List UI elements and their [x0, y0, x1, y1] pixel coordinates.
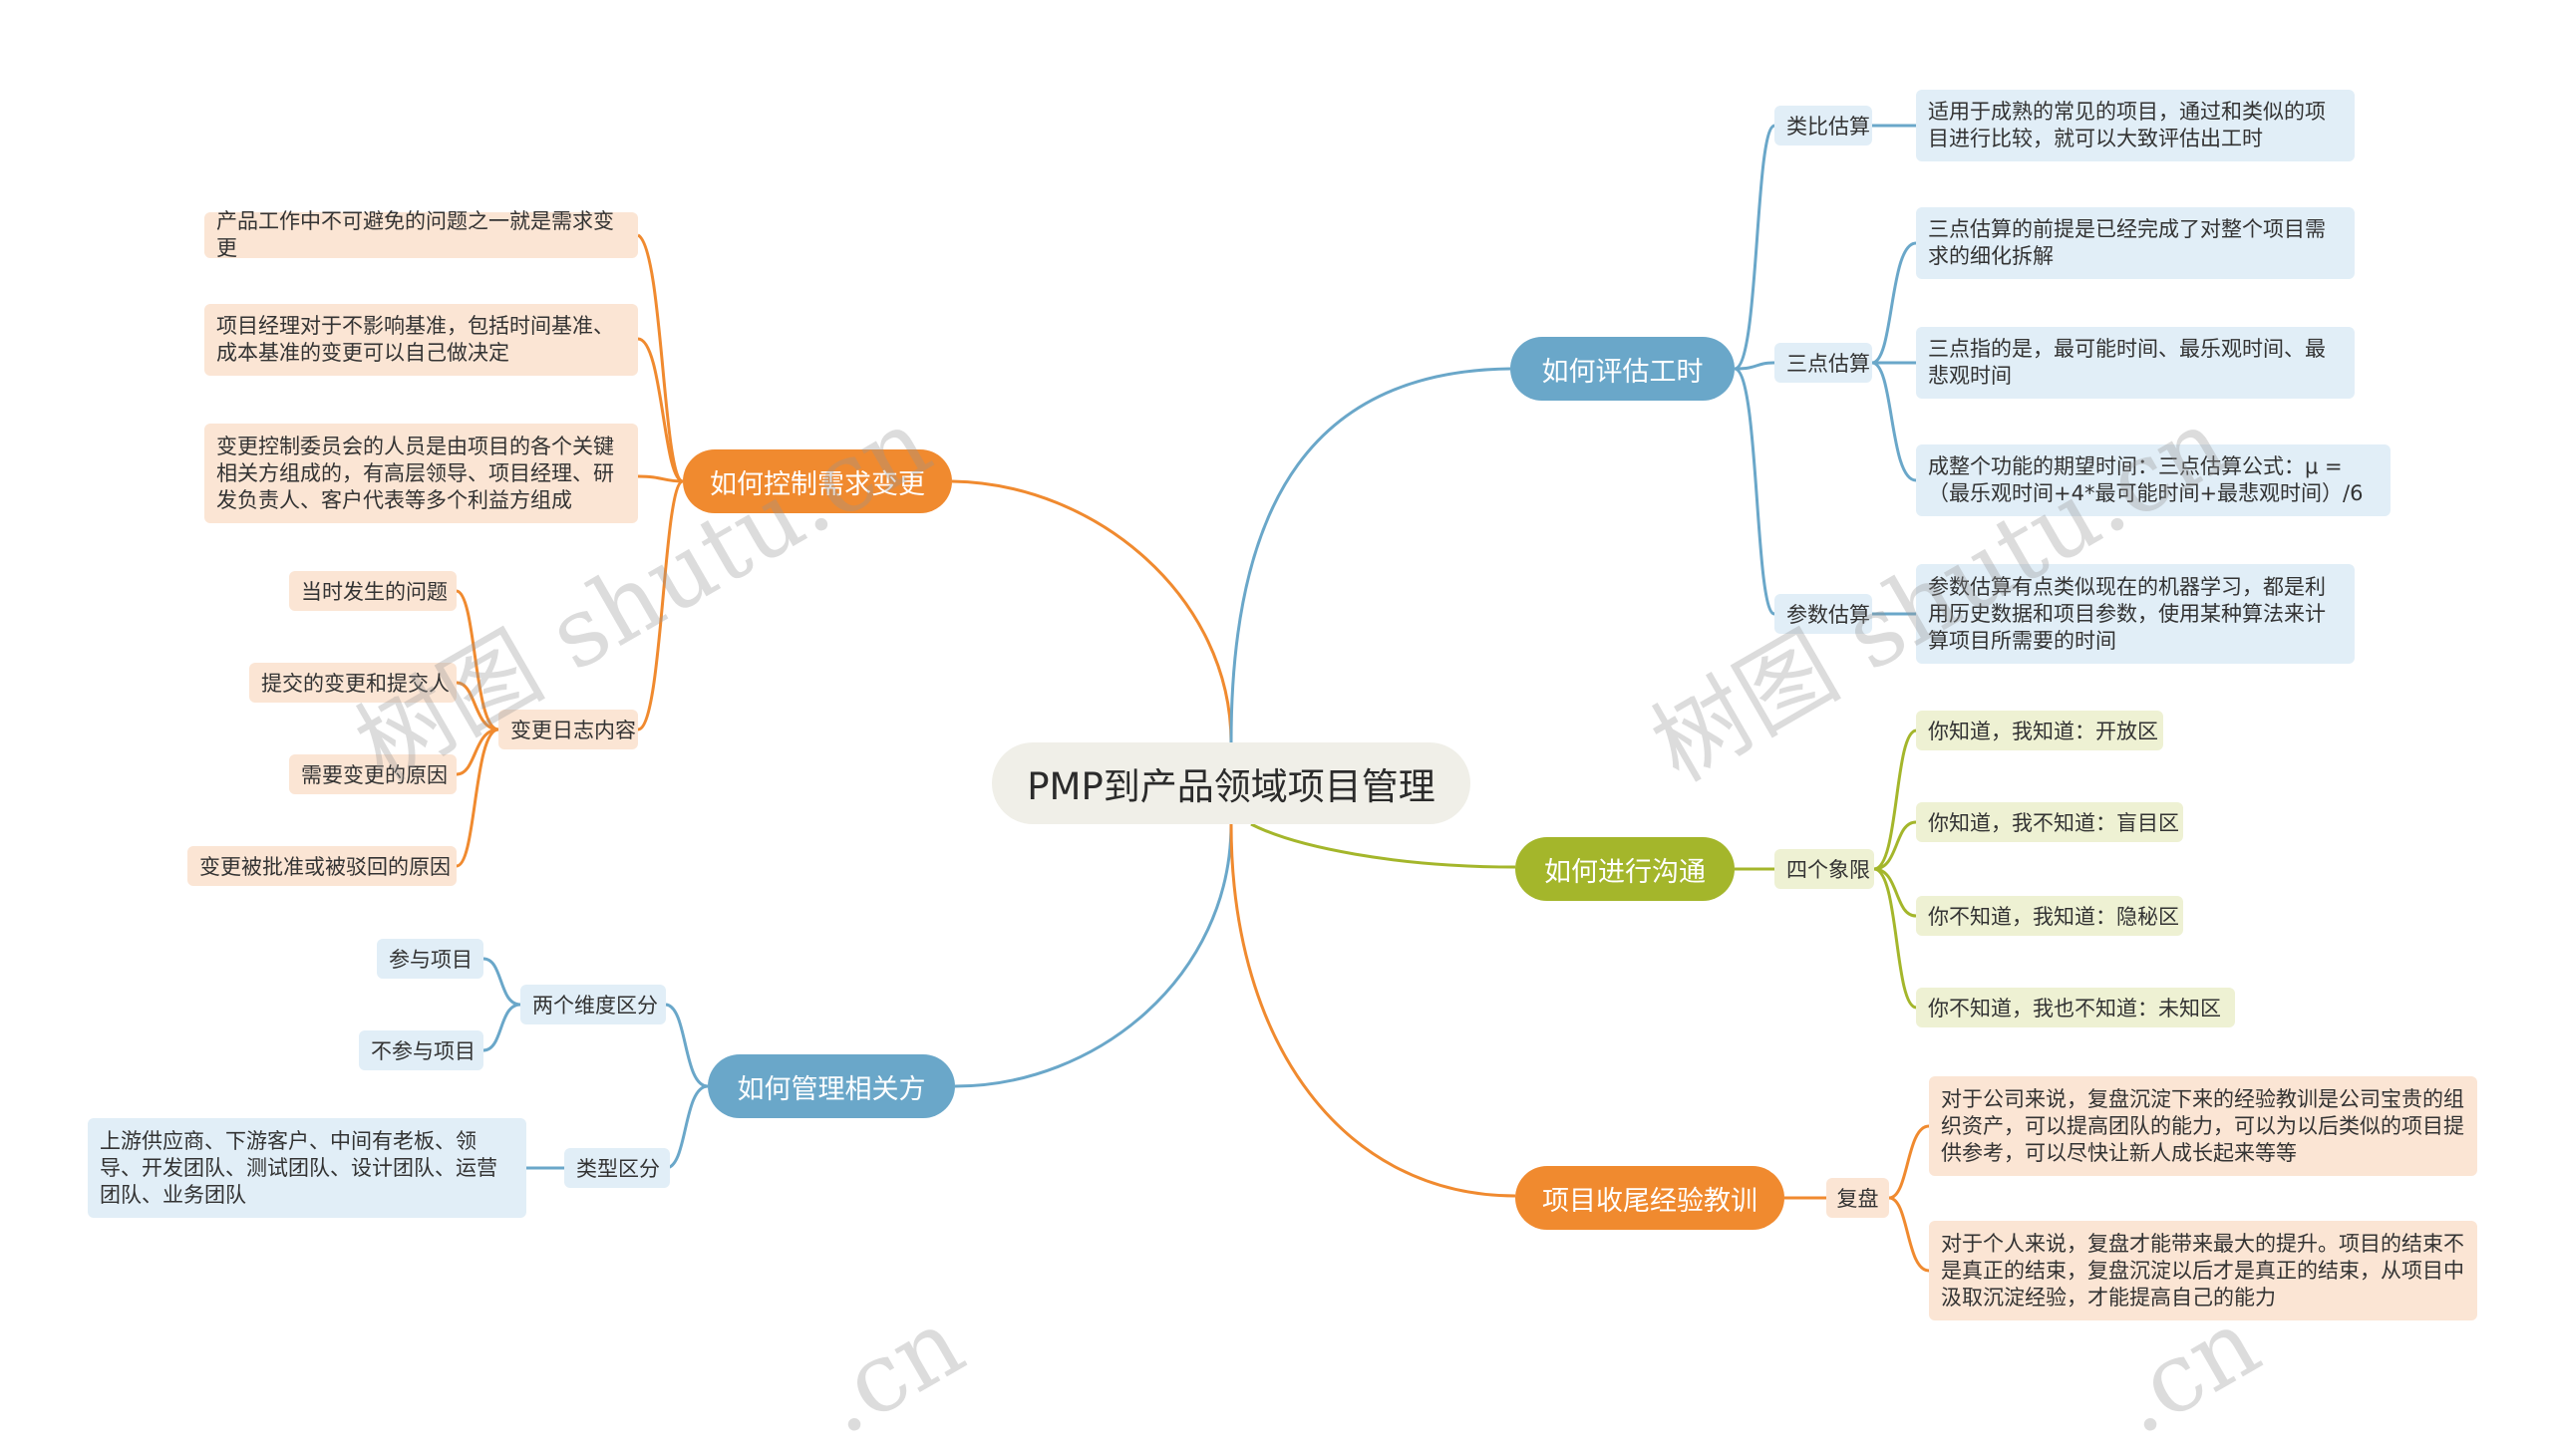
- change-note-3: 变更控制委员会的人员是由项目的各个关键相关方组成的，有高层领导、项目经理、研发负…: [204, 424, 638, 523]
- three-point-formula: 成整个功能的期望时间：三点估算公式：μ =（最乐观时间+4*最可能时间+最悲观时…: [1916, 444, 2391, 516]
- quadrant-blind: 你知道，我不知道：盲目区: [1916, 802, 2183, 842]
- three-point-note-1: 三点估算的前提是已经完成了对整个项目需求的细化拆解: [1916, 207, 2355, 279]
- review-label[interactable]: 复盘: [1826, 1178, 1889, 1218]
- param-estimate-label[interactable]: 参数估算: [1774, 594, 1872, 634]
- connector-lines: [456, 124, 1930, 1273]
- review-personal: 对于个人来说，复盘才能带来最大的提升。项目的结束不是真正的结束，复盘沉淀以后才是…: [1929, 1221, 2477, 1320]
- quadrant-open: 你知道，我知道：开放区: [1916, 711, 2163, 750]
- quadrant-hidden: 你不知道，我知道：隐秘区: [1916, 896, 2183, 936]
- change-log-label[interactable]: 变更日志内容: [498, 710, 638, 749]
- topic-communication[interactable]: 如何进行沟通: [1515, 837, 1735, 901]
- param-estimate-note: 参数估算有点类似现在的机器学习，都是利用历史数据和项目参数，使用某种算法来计算项…: [1916, 564, 2355, 664]
- quadrant-unknown: 你不知道，我也不知道：未知区: [1916, 988, 2235, 1027]
- log-item-issue: 当时发生的问题: [289, 571, 457, 611]
- quadrant-label[interactable]: 四个象限: [1774, 849, 1874, 889]
- log-item-reason: 需要变更的原因: [289, 754, 457, 794]
- three-point-label[interactable]: 三点估算: [1774, 343, 1872, 383]
- topic-stakeholders[interactable]: 如何管理相关方: [708, 1054, 955, 1118]
- log-item-decision: 变更被批准或被驳回的原因: [187, 846, 457, 886]
- analog-estimate-note: 适用于成熟的常见的项目，通过和类似的项目进行比较，就可以大致评估出工时: [1916, 90, 2355, 161]
- root-topic[interactable]: PMP到产品领域项目管理: [992, 742, 1470, 824]
- topic-change-control[interactable]: 如何控制需求变更: [683, 449, 952, 513]
- topic-estimate-hours[interactable]: 如何评估工时: [1510, 337, 1735, 401]
- type-label[interactable]: 类型区分: [564, 1148, 670, 1188]
- log-item-submitter: 提交的变更和提交人: [249, 663, 457, 703]
- dimension-participate: 参与项目: [377, 939, 483, 979]
- dimension-label[interactable]: 两个维度区分: [520, 985, 666, 1024]
- review-company: 对于公司来说，复盘沉淀下来的经验教训是公司宝贵的组织资产，可以提高团队的能力，可…: [1929, 1076, 2477, 1176]
- three-point-note-2: 三点指的是，最可能时间、最乐观时间、最悲观时间: [1916, 327, 2355, 399]
- dimension-not-participate: 不参与项目: [359, 1030, 483, 1070]
- change-note-1: 产品工作中不可避免的问题之一就是需求变更: [204, 209, 638, 260]
- topic-lessons-learned[interactable]: 项目收尾经验教训: [1515, 1166, 1784, 1230]
- analog-estimate-label[interactable]: 类比估算: [1774, 106, 1872, 146]
- type-list: 上游供应商、下游客户、中间有老板、领导、开发团队、测试团队、设计团队、运营团队、…: [88, 1118, 526, 1218]
- change-note-2: 项目经理对于不影响基准，包括时间基准、成本基准的变更可以自己做决定: [204, 304, 638, 376]
